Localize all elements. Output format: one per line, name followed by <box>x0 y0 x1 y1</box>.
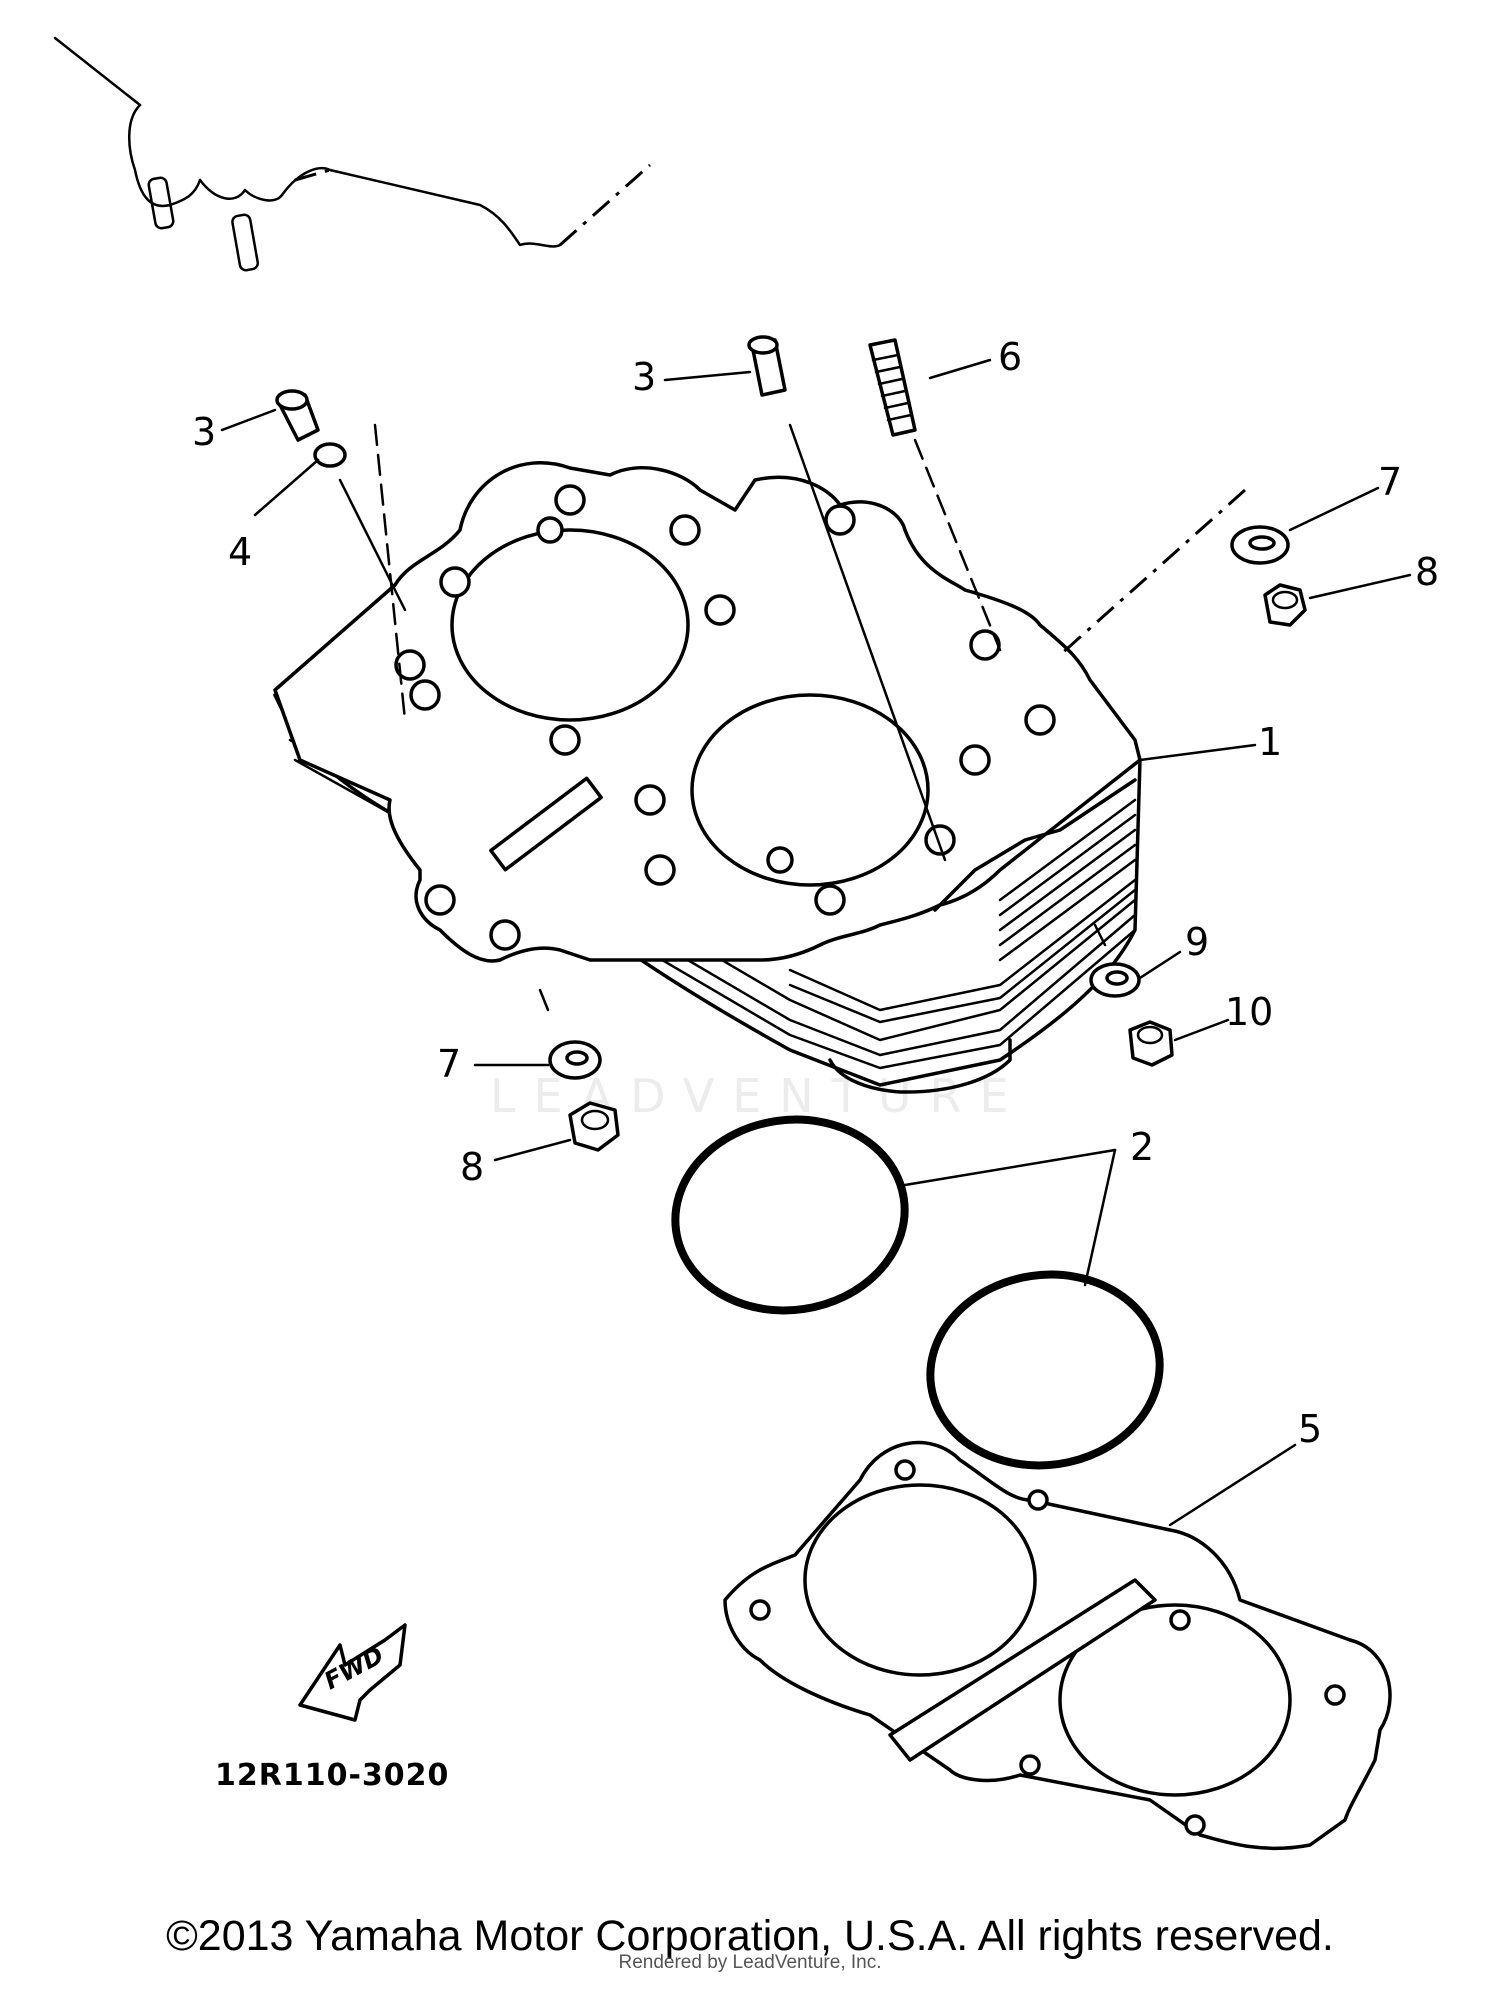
hand-illustration <box>53 36 651 272</box>
plain-washer <box>1089 962 1141 998</box>
stud-bolt <box>868 338 1002 652</box>
callout-o-rings: 2 <box>1130 1125 1154 1169</box>
rendered-by-text: Rendered by LeadVenture, Inc. <box>618 1952 882 1973</box>
cylinder-bolt-holes <box>394 484 1056 951</box>
base-gasket <box>723 1440 1392 1851</box>
callout-base-gasket: 5 <box>1298 1407 1322 1451</box>
callout-nut-right: 8 <box>1415 550 1439 594</box>
callout-washer-front: 7 <box>437 1042 461 1086</box>
dowel-pin-mid <box>747 335 947 862</box>
dowel-pin-left <box>275 389 407 722</box>
callout-washer-right: 7 <box>1378 460 1402 504</box>
callout-cylinder: 1 <box>1258 720 1282 764</box>
washer-right <box>1230 525 1290 565</box>
o-ring-right <box>926 1270 1164 1470</box>
diagram-code: 12R110-3020 <box>215 1758 449 1793</box>
small-o-ring <box>313 442 347 468</box>
leader-lines <box>220 358 1412 1527</box>
callout-plain-washer: 9 <box>1185 920 1209 964</box>
o-ring-left <box>671 1115 909 1315</box>
cylinder-block <box>273 461 1142 1094</box>
callout-small-o-ring: 4 <box>228 530 252 574</box>
callout-dowel-pin-mid: 3 <box>632 355 656 399</box>
nut-right <box>1263 583 1307 627</box>
copyright-text: ©2013 Yamaha Motor Corporation, U.S.A. A… <box>166 1912 1334 1960</box>
fwd-arrow-icon: FWD <box>298 1623 407 1722</box>
callout-dowel-pin-left: 3 <box>192 410 216 454</box>
cap-nut <box>1128 1020 1174 1067</box>
nut-front <box>568 1101 620 1152</box>
callout-stud-bolt: 6 <box>998 335 1022 379</box>
callout-cap-nut: 10 <box>1225 990 1273 1034</box>
callout-nut-front: 8 <box>460 1145 484 1189</box>
washer-front <box>548 1040 602 1080</box>
